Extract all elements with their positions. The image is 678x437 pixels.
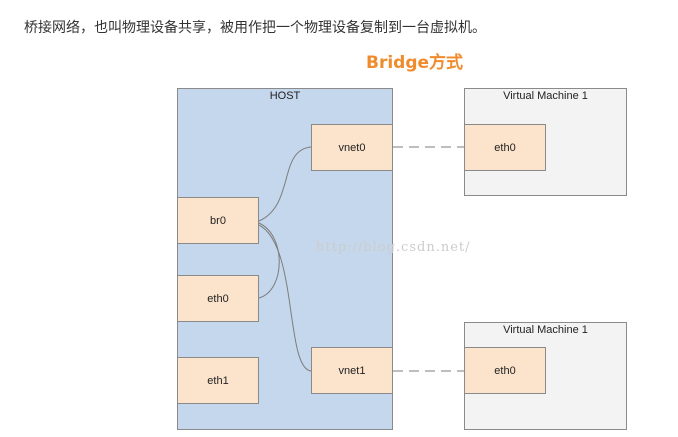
vm-label-2: Virtual Machine 1 — [503, 324, 588, 336]
intro-text: 桥接网络，也叫物理设备共享，被用作把一个物理设备复制到一台虚拟机。 — [24, 20, 486, 36]
vm1-device-eth0: eth0 — [464, 124, 546, 171]
vm2-device-eth0: eth0 — [464, 347, 546, 394]
watermark: http://blog.csdn.net/ — [316, 240, 471, 255]
device-eth0: eth0 — [177, 275, 259, 322]
device-br0: br0 — [177, 197, 259, 244]
link-br0-vnet0 — [258, 146, 312, 222]
device-eth1: eth1 — [177, 357, 259, 404]
vm-label-1: Virtual Machine 1 — [503, 90, 588, 102]
host-label: HOST — [269, 90, 301, 102]
device-vnet1: vnet1 — [311, 347, 393, 394]
link-br0-vnet1 — [258, 224, 312, 372]
diagram-title: Bridge方式 — [366, 53, 464, 73]
device-vnet0: vnet0 — [311, 124, 393, 171]
link-br0-eth0 — [258, 222, 280, 299]
